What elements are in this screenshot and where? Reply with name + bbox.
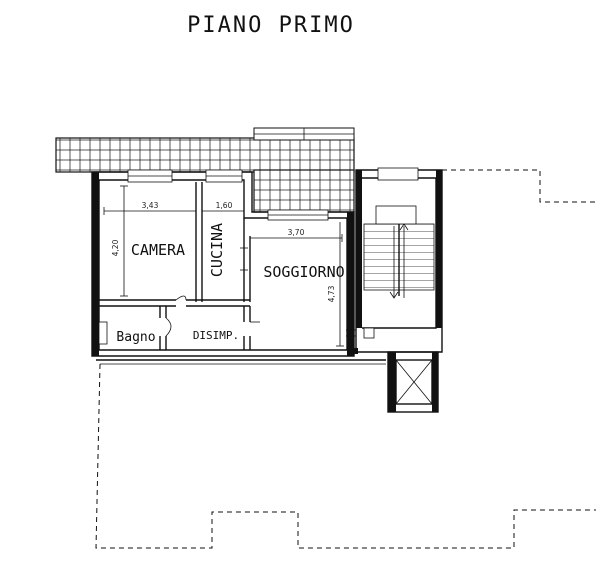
- cucina-width-dimension: 1,60: [216, 201, 233, 210]
- soggiorno-height-dimension: 4,73: [327, 285, 336, 302]
- camera-height-dimension: 4,20: [111, 239, 120, 256]
- room-bagno-label: Bagno: [116, 330, 155, 345]
- dimension-lines: [103, 185, 344, 347]
- plan-title: PIANO PRIMO: [187, 13, 355, 38]
- apartment-walls: [91, 169, 355, 357]
- room-camera-label: CAMERA: [131, 241, 185, 259]
- room-disimp-label: DISIMP.: [193, 329, 239, 342]
- room-cucina-label: CUCINA: [208, 223, 226, 277]
- building-outline: [95, 169, 596, 549]
- elevator-shaft: [387, 351, 439, 413]
- camera-width-dimension: 3,43: [142, 201, 159, 210]
- room-soggiorno-label: SOGGIORNO: [263, 263, 344, 281]
- soggiorno-width-dimension: 3,70: [288, 228, 305, 237]
- stairwell: [346, 167, 443, 354]
- balcony-terrace: [55, 127, 355, 213]
